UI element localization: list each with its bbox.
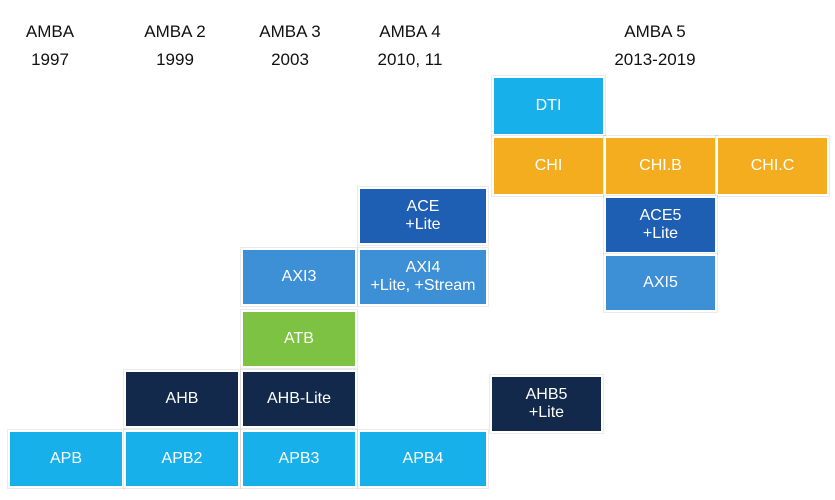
block-apb: APB	[8, 430, 124, 488]
block-label: AXI3	[281, 268, 317, 285]
block-axi4: AXI4+Lite, +Stream	[358, 248, 488, 306]
generation-name: AMBA 5	[624, 22, 686, 41]
block-label: APB3	[278, 450, 320, 467]
block-label: +Lite	[405, 216, 441, 233]
generation-title: AMBA 2 1999	[110, 22, 240, 70]
generation-year: 2013-2019	[614, 50, 696, 69]
block-label: AXI4	[405, 259, 441, 276]
block-label: AXI5	[643, 274, 678, 291]
generation-title: AMBA 4 2010, 11	[345, 22, 475, 70]
generation-name: AMBA	[25, 22, 75, 41]
block-label: AHB-Lite	[266, 390, 332, 407]
block-chi: CHI	[492, 136, 605, 196]
block-ace5: ACE5+Lite	[604, 196, 717, 254]
block-label: CHI.C	[750, 157, 795, 174]
block-label: DTI	[535, 97, 562, 114]
block-axi5: AXI5	[604, 254, 717, 312]
generation-name: AMBA 3	[259, 22, 321, 41]
block-label: AHB5	[525, 386, 568, 403]
block-axi3: AXI3	[241, 248, 357, 306]
generation-year: 1997	[31, 50, 69, 69]
generation-name: AMBA 2	[144, 22, 206, 41]
block-atb: ATB	[241, 310, 357, 368]
generation-year: 1999	[156, 50, 194, 69]
block-label: AHB	[165, 390, 199, 407]
generation-title: AMBA 1997	[0, 22, 115, 70]
block-chi-b: CHI.B	[604, 136, 717, 196]
block-dti: DTI	[492, 76, 605, 136]
block-ace: ACE+Lite	[358, 187, 488, 245]
generation-name: AMBA 4	[379, 22, 441, 41]
block-chi-c: CHI.C	[716, 136, 829, 196]
block-label: +Lite, +Stream	[370, 277, 476, 294]
block-ahb-lite: AHB-Lite	[241, 370, 357, 428]
block-label: ACE	[406, 198, 440, 215]
generation-year: 2003	[271, 50, 309, 69]
generation-title: AMBA 3 2003	[225, 22, 355, 70]
block-label: ATB	[284, 330, 314, 347]
block-apb4: APB4	[358, 430, 488, 488]
block-ahb5: AHB5+Lite	[490, 375, 603, 433]
block-label: +Lite	[642, 225, 679, 242]
block-label: APB4	[402, 450, 444, 467]
block-label: ACE5	[639, 207, 682, 224]
block-label: APB2	[161, 450, 203, 467]
block-ahb: AHB	[124, 370, 240, 428]
block-label: CHI.B	[639, 157, 682, 174]
block-apb2: APB2	[124, 430, 240, 488]
block-apb3: APB3	[241, 430, 357, 488]
block-label: +Lite	[528, 404, 565, 421]
block-label: APB	[49, 450, 82, 467]
generation-title: AMBA 5 2013-2019	[590, 22, 720, 70]
generation-year: 2010, 11	[377, 50, 443, 69]
block-label: CHI	[534, 157, 563, 174]
